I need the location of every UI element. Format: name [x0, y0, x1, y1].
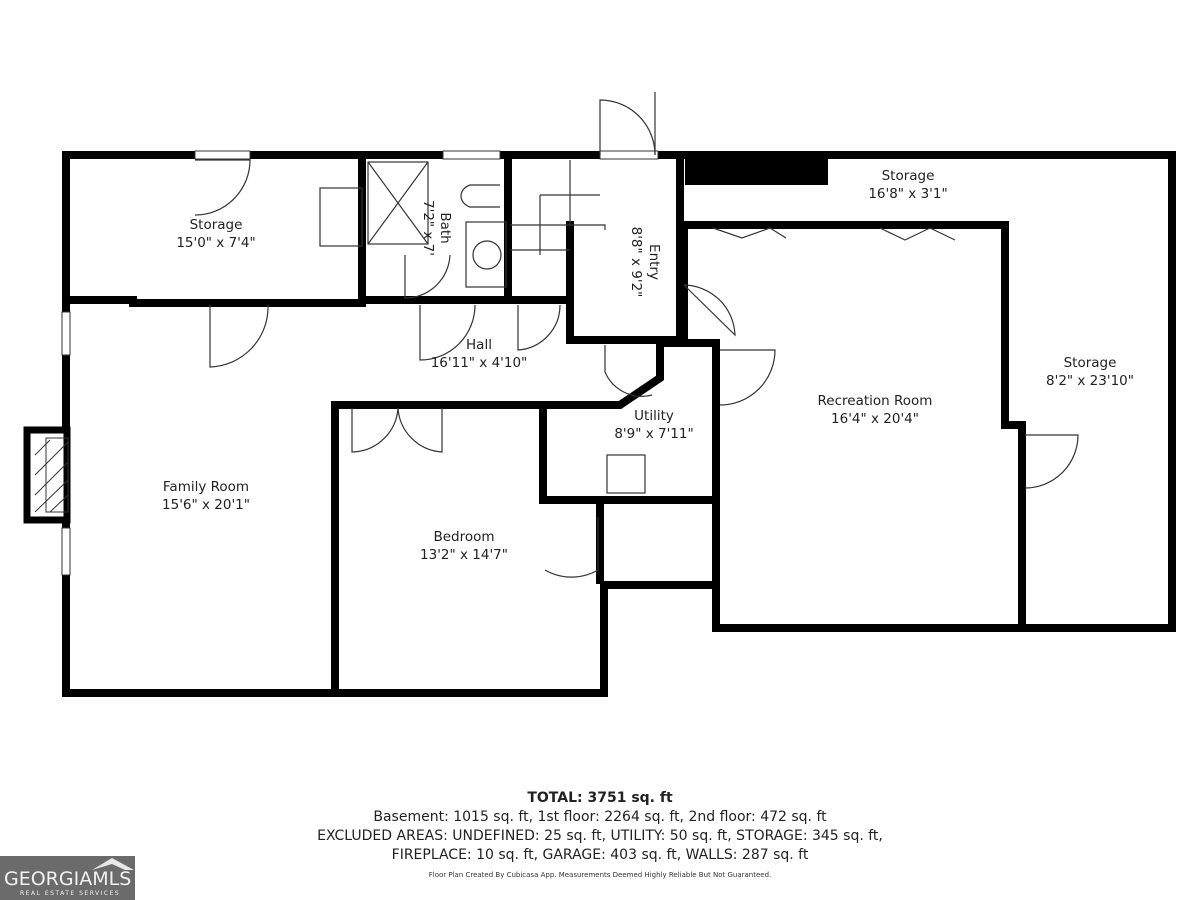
- disclaimer: Floor Plan Created By Cubicasa App. Meas…: [428, 871, 772, 879]
- room-family-size: 15'6" x 20'1": [162, 497, 250, 513]
- room-utility-size: 8'9" x 7'11": [614, 426, 693, 442]
- room-storage-left-name: Storage: [190, 217, 243, 233]
- room-labels: Storage 15'0" x 7'4" Bath 7'2" x 7' Entr…: [162, 168, 1134, 563]
- windows: [61, 150, 659, 576]
- room-entry-size: 8'8" x 9'2": [628, 227, 644, 298]
- logo-name: GEORGIAMLS: [4, 868, 132, 890]
- room-storage-top-size: 16'8" x 3'1": [868, 186, 947, 202]
- room-hall-name: Hall: [466, 337, 492, 353]
- excluded-areas-cont: FIREPLACE: 10 sq. ft, GARAGE: 403 sq. ft…: [391, 847, 809, 863]
- room-storage-right-name: Storage: [1064, 355, 1117, 371]
- room-storage-left-size: 15'0" x 7'4": [176, 235, 255, 251]
- floor-areas: Basement: 1015 sq. ft, 1st floor: 2264 s…: [373, 809, 827, 825]
- room-storage-right-size: 8'2" x 23'10": [1046, 373, 1134, 389]
- excluded-areas: EXCLUDED AREAS: UNDEFINED: 25 sq. ft, UT…: [317, 828, 883, 844]
- fixtures: [319, 160, 646, 494]
- room-storage-top-name: Storage: [882, 168, 935, 184]
- room-recreation-name: Recreation Room: [818, 393, 933, 409]
- room-entry-name: Entry: [646, 244, 662, 280]
- logo-tagline: REAL ESTATE SERVICES: [20, 890, 121, 897]
- doors: [194, 92, 1079, 578]
- room-hall-size: 16'11" x 4'10": [431, 355, 528, 371]
- room-family-name: Family Room: [163, 479, 249, 495]
- walls: [23, 151, 1176, 697]
- room-recreation-size: 16'4" x 20'4": [831, 411, 919, 427]
- georgiamls-logo: GEORGIAMLS REAL ESTATE SERVICES: [0, 856, 135, 900]
- room-bath-name: Bath: [437, 212, 453, 243]
- room-bedroom-name: Bedroom: [433, 529, 494, 545]
- room-utility-name: Utility: [634, 408, 674, 424]
- total-area: TOTAL: 3751 sq. ft: [527, 790, 673, 806]
- room-bath-size: 7'2" x 7': [420, 200, 436, 256]
- room-bedroom-size: 13'2" x 14'7": [420, 547, 508, 563]
